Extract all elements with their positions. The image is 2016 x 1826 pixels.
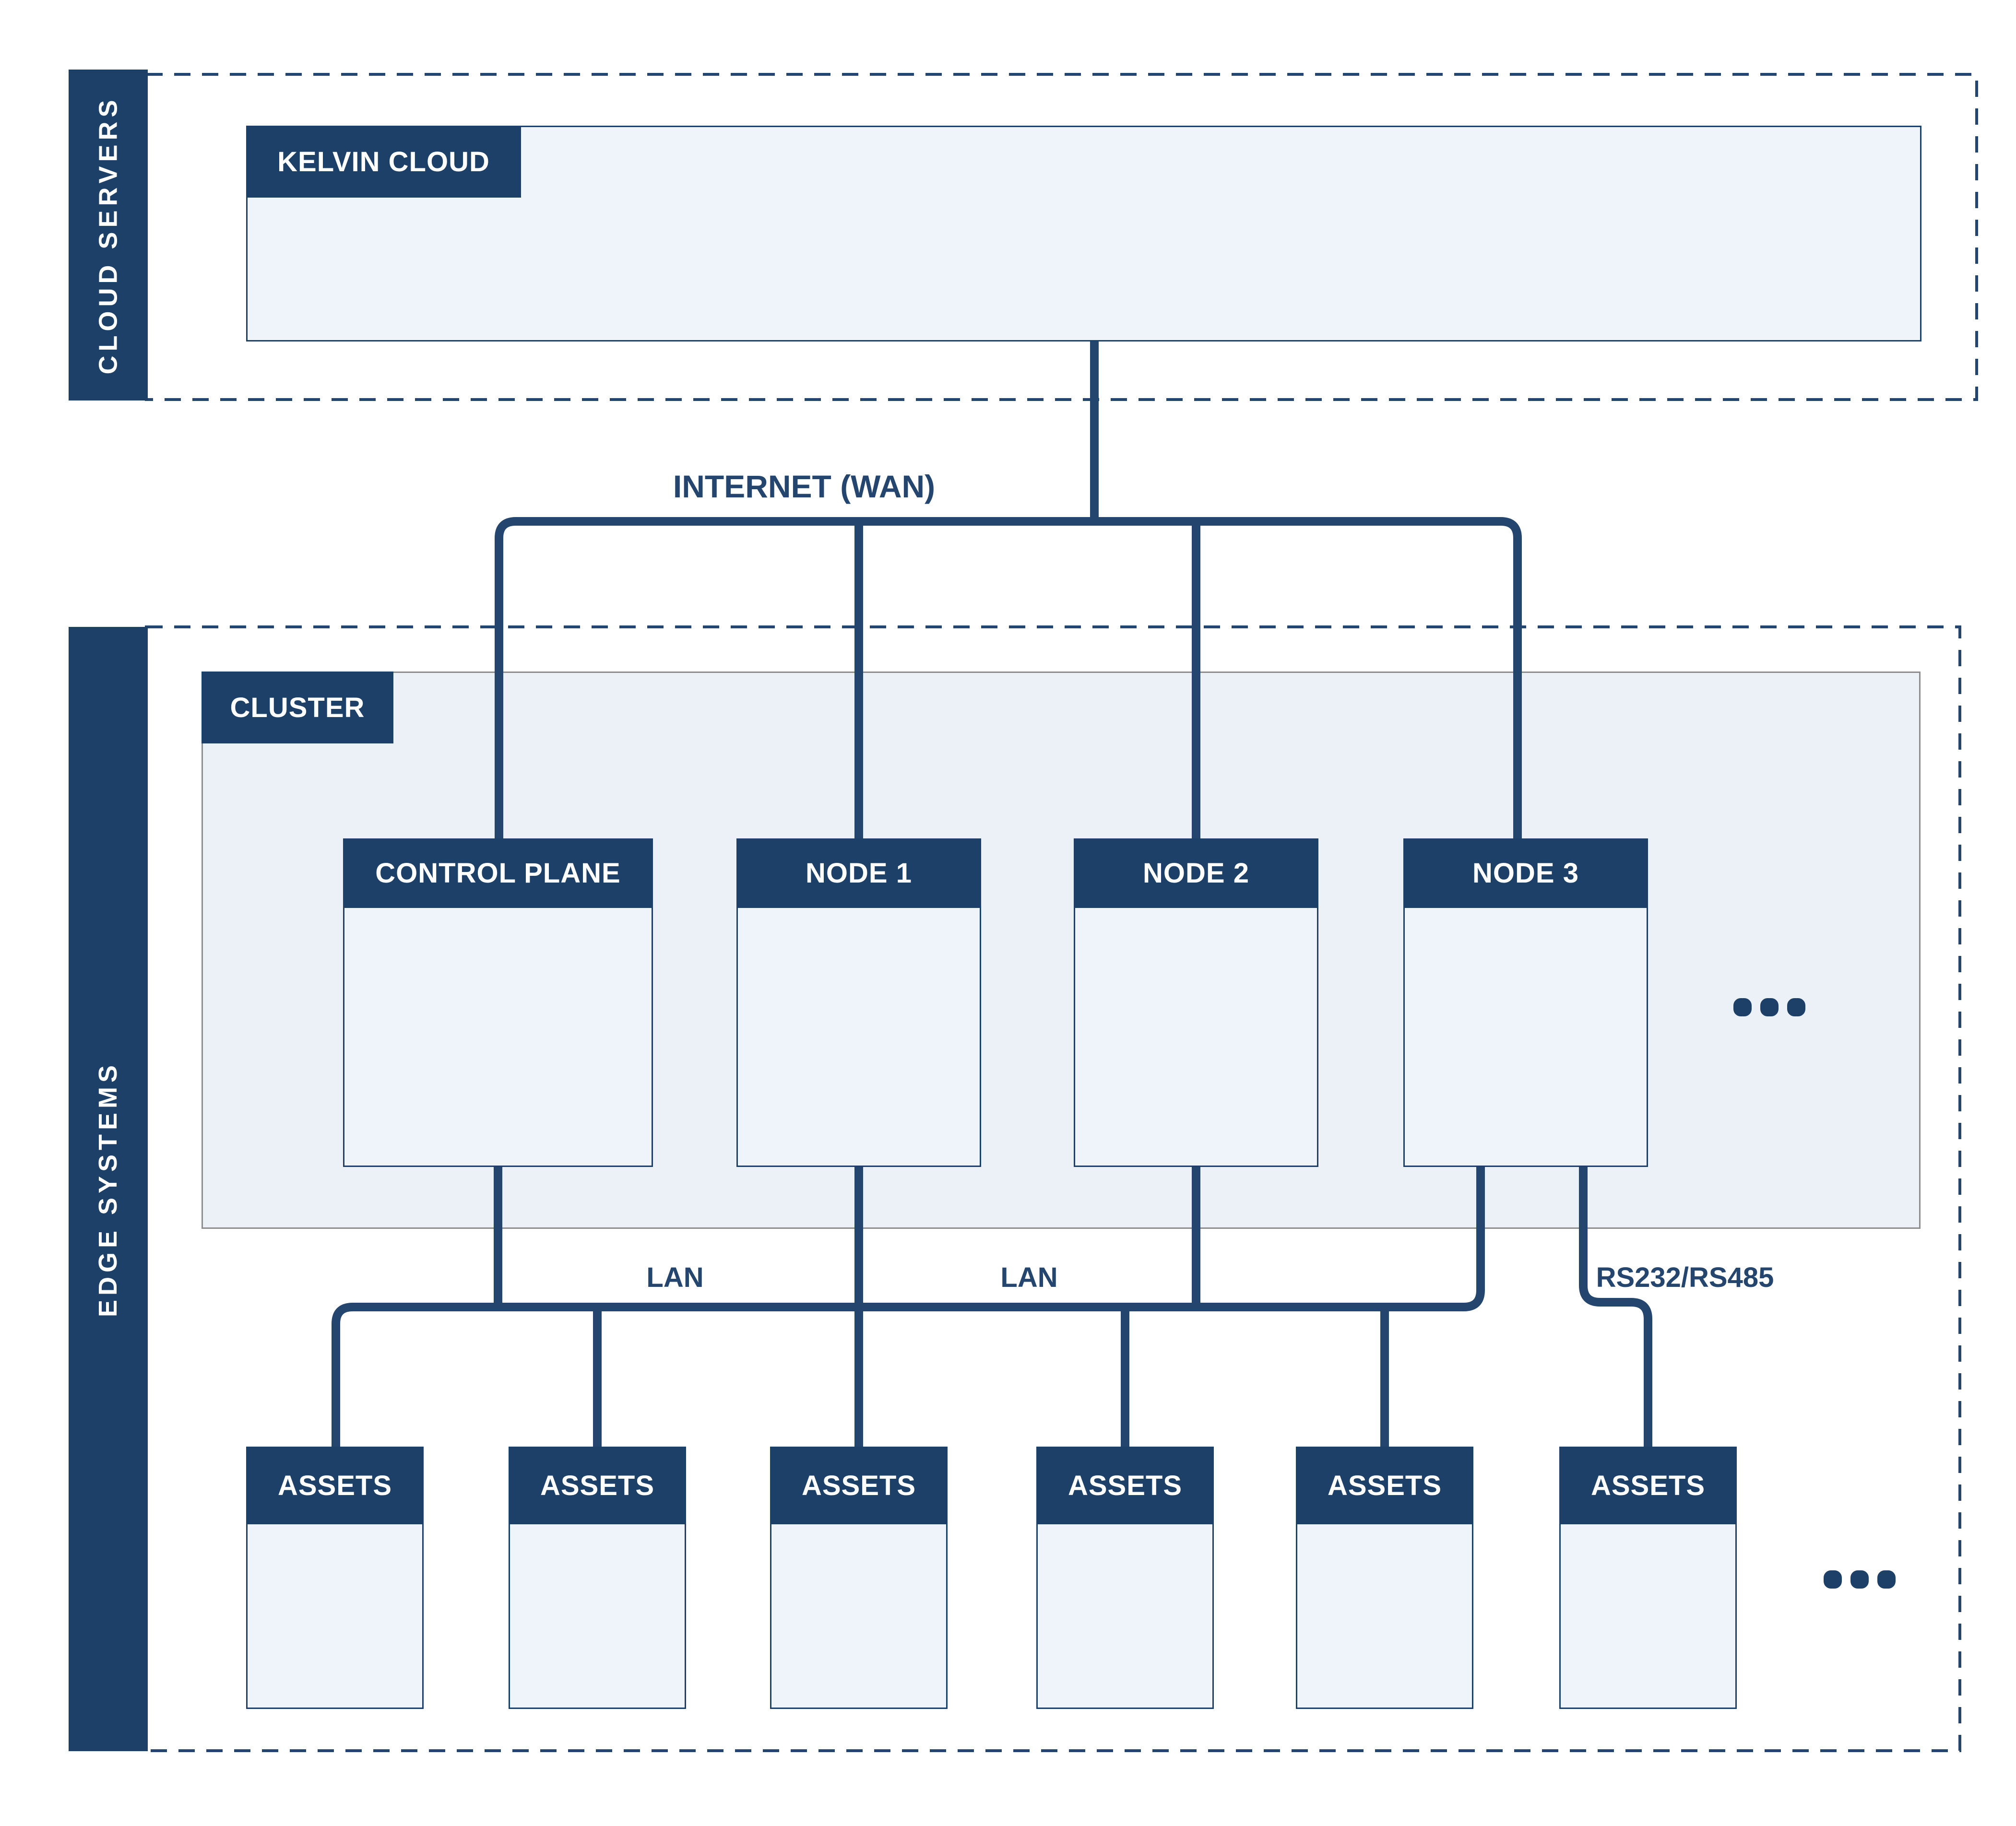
asset-5-label: ASSETS [1327,1470,1442,1501]
node-3-label: NODE 3 [1472,858,1579,889]
asset-4-label: ASSETS [1067,1470,1183,1501]
node-2-header: NODE 2 [1074,838,1318,908]
control-plane-header: CONTROL PLANE [343,838,653,908]
node-box-1: NODE 1 [736,838,981,1167]
node-2-label: NODE 2 [1143,858,1249,889]
asset-box-4: ASSETS [1036,1447,1214,1709]
asset-4-header: ASSETS [1036,1447,1214,1524]
cluster-label: CLUSTER [230,692,365,723]
asset-1-label: ASSETS [277,1470,392,1501]
asset-box-6: ASSETS [1559,1447,1737,1709]
edge-systems-section-label: EDGE SYSTEMS [94,1060,123,1318]
asset-5-header: ASSETS [1296,1447,1473,1524]
edge-systems-section-bar: EDGE SYSTEMS [69,627,148,1751]
wan-label: INTERNET (WAN) [673,469,936,504]
asset-6-header: ASSETS [1559,1447,1737,1524]
kelvin-cloud-header: KELVIN CLOUD [246,126,521,198]
asset-3-header: ASSETS [770,1447,948,1524]
node-box-3: NODE 3 [1403,838,1648,1167]
asset-box-3: ASSETS [770,1447,948,1709]
cloud-servers-section-bar: CLOUD SERVERS [69,70,148,401]
ellipsis-icon [1824,1570,1896,1589]
kelvin-cloud-label: KELVIN CLOUD [277,146,490,177]
asset-2-header: ASSETS [509,1447,686,1524]
asset-box-2: ASSETS [509,1447,686,1709]
asset-2-label: ASSETS [540,1470,655,1501]
cluster-tab: CLUSTER [202,671,393,743]
lan-label-1: LAN [646,1262,704,1293]
asset-6-label: ASSETS [1590,1470,1706,1501]
kelvin-cloud-box: KELVIN CLOUD [246,126,1921,342]
asset-box-1: ASSETS [246,1447,424,1709]
control-plane-label: CONTROL PLANE [375,858,621,889]
node-box-control-plane: CONTROL PLANE [343,838,653,1167]
serial-label: RS232/RS485 [1596,1262,1774,1293]
asset-3-label: ASSETS [801,1470,916,1501]
node-box-2: NODE 2 [1074,838,1318,1167]
asset-box-5: ASSETS [1296,1447,1473,1709]
lan-label-2: LAN [1000,1262,1058,1293]
node-3-header: NODE 3 [1403,838,1648,908]
cloud-servers-section-label: CLOUD SERVERS [94,95,123,375]
asset-1-header: ASSETS [246,1447,424,1524]
node-1-label: NODE 1 [806,858,912,889]
node-1-header: NODE 1 [736,838,981,908]
ellipsis-icon [1733,998,1805,1016]
